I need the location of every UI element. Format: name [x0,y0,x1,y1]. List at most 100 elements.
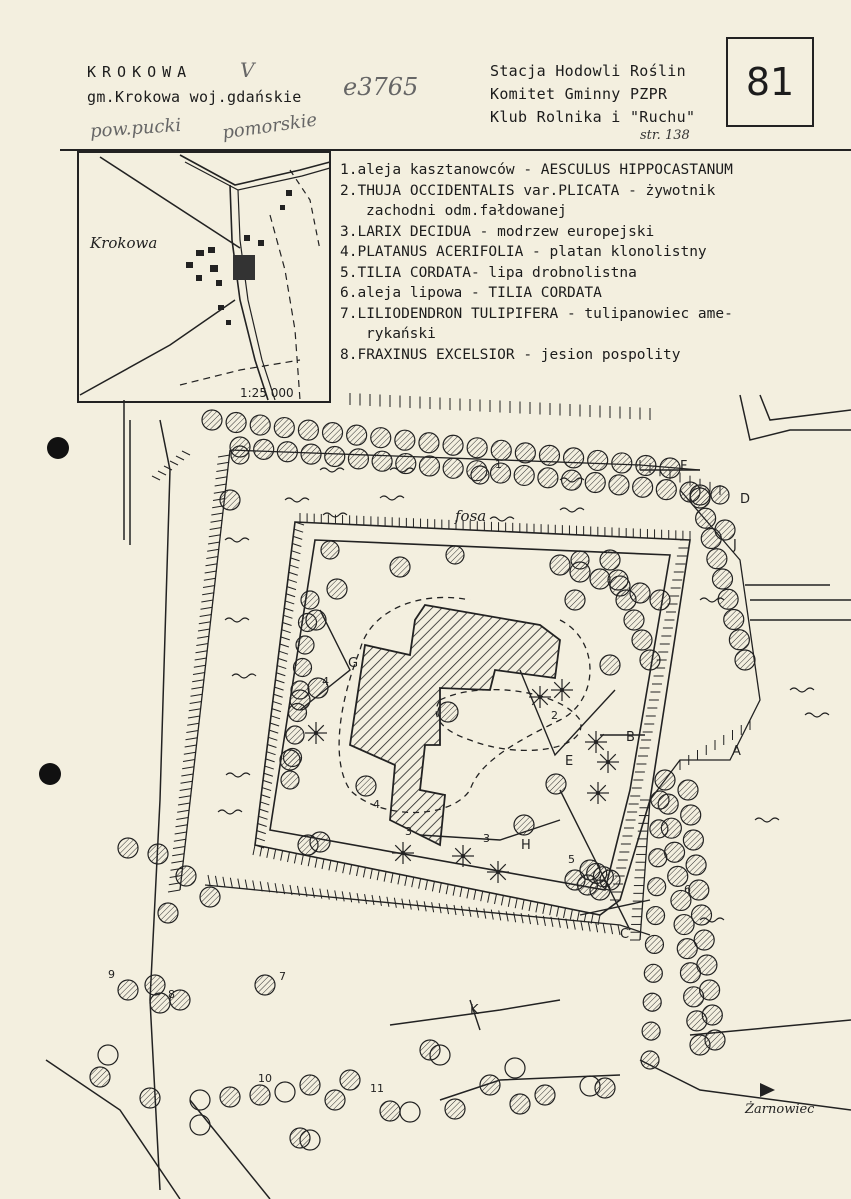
tree-symbol [419,1039,441,1061]
tree-symbol [607,569,629,591]
tree-symbol [587,782,609,804]
tree-symbol [623,609,645,631]
tree-symbol [640,1050,660,1070]
tree-symbol [706,548,728,570]
tree-symbol [680,804,702,826]
number-6: 6 [684,883,691,896]
tree-symbol [201,409,223,431]
tree-symbol [280,770,300,790]
tree-symbol [676,938,698,960]
tree-symbol [452,845,474,867]
number-10: 10 [258,1072,272,1085]
tree-symbol [589,879,611,901]
legend-line: zachodni odm.fałdowanej [366,203,567,219]
tree-symbol [399,1101,421,1123]
plan-roads [45,394,851,1199]
tree-symbol [534,1084,556,1106]
tree-symbol [379,1100,401,1122]
tree-symbol [585,731,607,753]
letter-A: A [732,744,741,759]
tree-symbol [490,439,512,461]
number-5: 5 [568,853,575,866]
number-9: 9 [108,968,115,981]
tree-symbol [632,476,654,498]
tree-symbol [594,1077,616,1099]
tree-symbol [723,608,745,631]
tree-symbol [97,1044,119,1066]
tree-symbol [225,411,247,434]
tree-symbol [688,879,710,901]
inset-location-map: Krokowa 1:25 000 [77,151,331,403]
tree-symbol [560,469,583,491]
tree-symbol [545,773,567,795]
tree-symbol [320,540,340,560]
tree-symbol [249,414,271,436]
tree-symbol [321,422,344,444]
tree-symbol [690,904,713,926]
admin-location: gm.Krokowa woj.gdańskie [87,88,302,106]
tree-symbol [279,749,301,771]
tree-symbol [689,484,711,506]
tree-symbol [549,554,571,576]
tree-symbol [442,434,464,456]
number-3a: 3 [405,825,412,838]
tree-symbol [470,465,490,485]
tree-symbol [276,441,298,463]
tree-symbol [670,889,692,912]
tree-symbol [682,829,705,851]
tree-symbol [230,445,250,465]
tree-symbol [642,992,662,1012]
direction-arrow-icon [760,1083,775,1097]
tree-symbol [599,549,621,571]
tree-symbol [370,427,392,449]
legend-line: 7.LILIODENDRON TULIPIFERA - tulipanowiec… [340,305,733,322]
tree-symbol [537,467,559,489]
tree-symbol [309,831,331,853]
tree-symbol [429,1044,451,1066]
tree-symbol [562,447,585,469]
tree-symbol [608,474,630,496]
tree-symbol [704,1029,726,1051]
punch-hole-top [47,437,69,459]
tree-symbol [392,842,414,864]
tree-symbol [649,589,671,611]
moat-label: fosa [454,507,486,525]
tree-symbol [445,545,465,565]
tree-symbol [144,974,166,996]
tree-symbol [175,865,197,887]
tree-symbol [289,689,311,711]
number-2: 2 [551,709,558,722]
institution-3: Klub Rolnika i "Ruchu" [490,108,696,126]
tree-symbol [645,905,666,926]
tree-symbol [489,462,512,484]
tree-symbol [157,902,179,924]
plan-labels: fosa Żarnowiec F D J G E B A H C K 1 2 3… [108,458,815,1117]
tree-symbol [169,989,191,1011]
legend-line: 2.THUJA OCCIDENTALIS var.PLICATA - żywot… [340,182,716,199]
letter-H: H [521,838,531,853]
letter-B: B [626,730,635,745]
palace-building [349,604,561,847]
tree-symbol [300,443,322,465]
tree-symbol [615,589,637,611]
tree-symbol [326,578,348,600]
tree-symbol [648,848,668,868]
letter-D: D [740,492,750,507]
tree-symbol [149,992,171,1014]
legend-line: 4.PLATANUS ACERIFOLIA - platan klonolist… [340,244,707,260]
tree-symbol [254,974,276,996]
tree-symbol [695,507,717,529]
species-legend: 1.aleja kasztanowców - AESCULUS HIPPOCAS… [340,160,733,365]
tree-symbol [599,654,621,676]
legend-line: 5.TILIA CORDATA- lipa drobnolistna [340,264,637,281]
tree-symbol [299,1129,321,1151]
institution-2: Komitet Gminny PZPR [490,85,668,103]
direction-label: Żarnowiec [744,1100,815,1117]
tree-symbol [597,751,619,773]
tree-symbol [587,449,609,472]
tree-symbol [479,1074,501,1096]
bank-ticks [151,393,751,941]
tree-symbol [324,445,346,468]
tree-symbol [219,1086,241,1108]
